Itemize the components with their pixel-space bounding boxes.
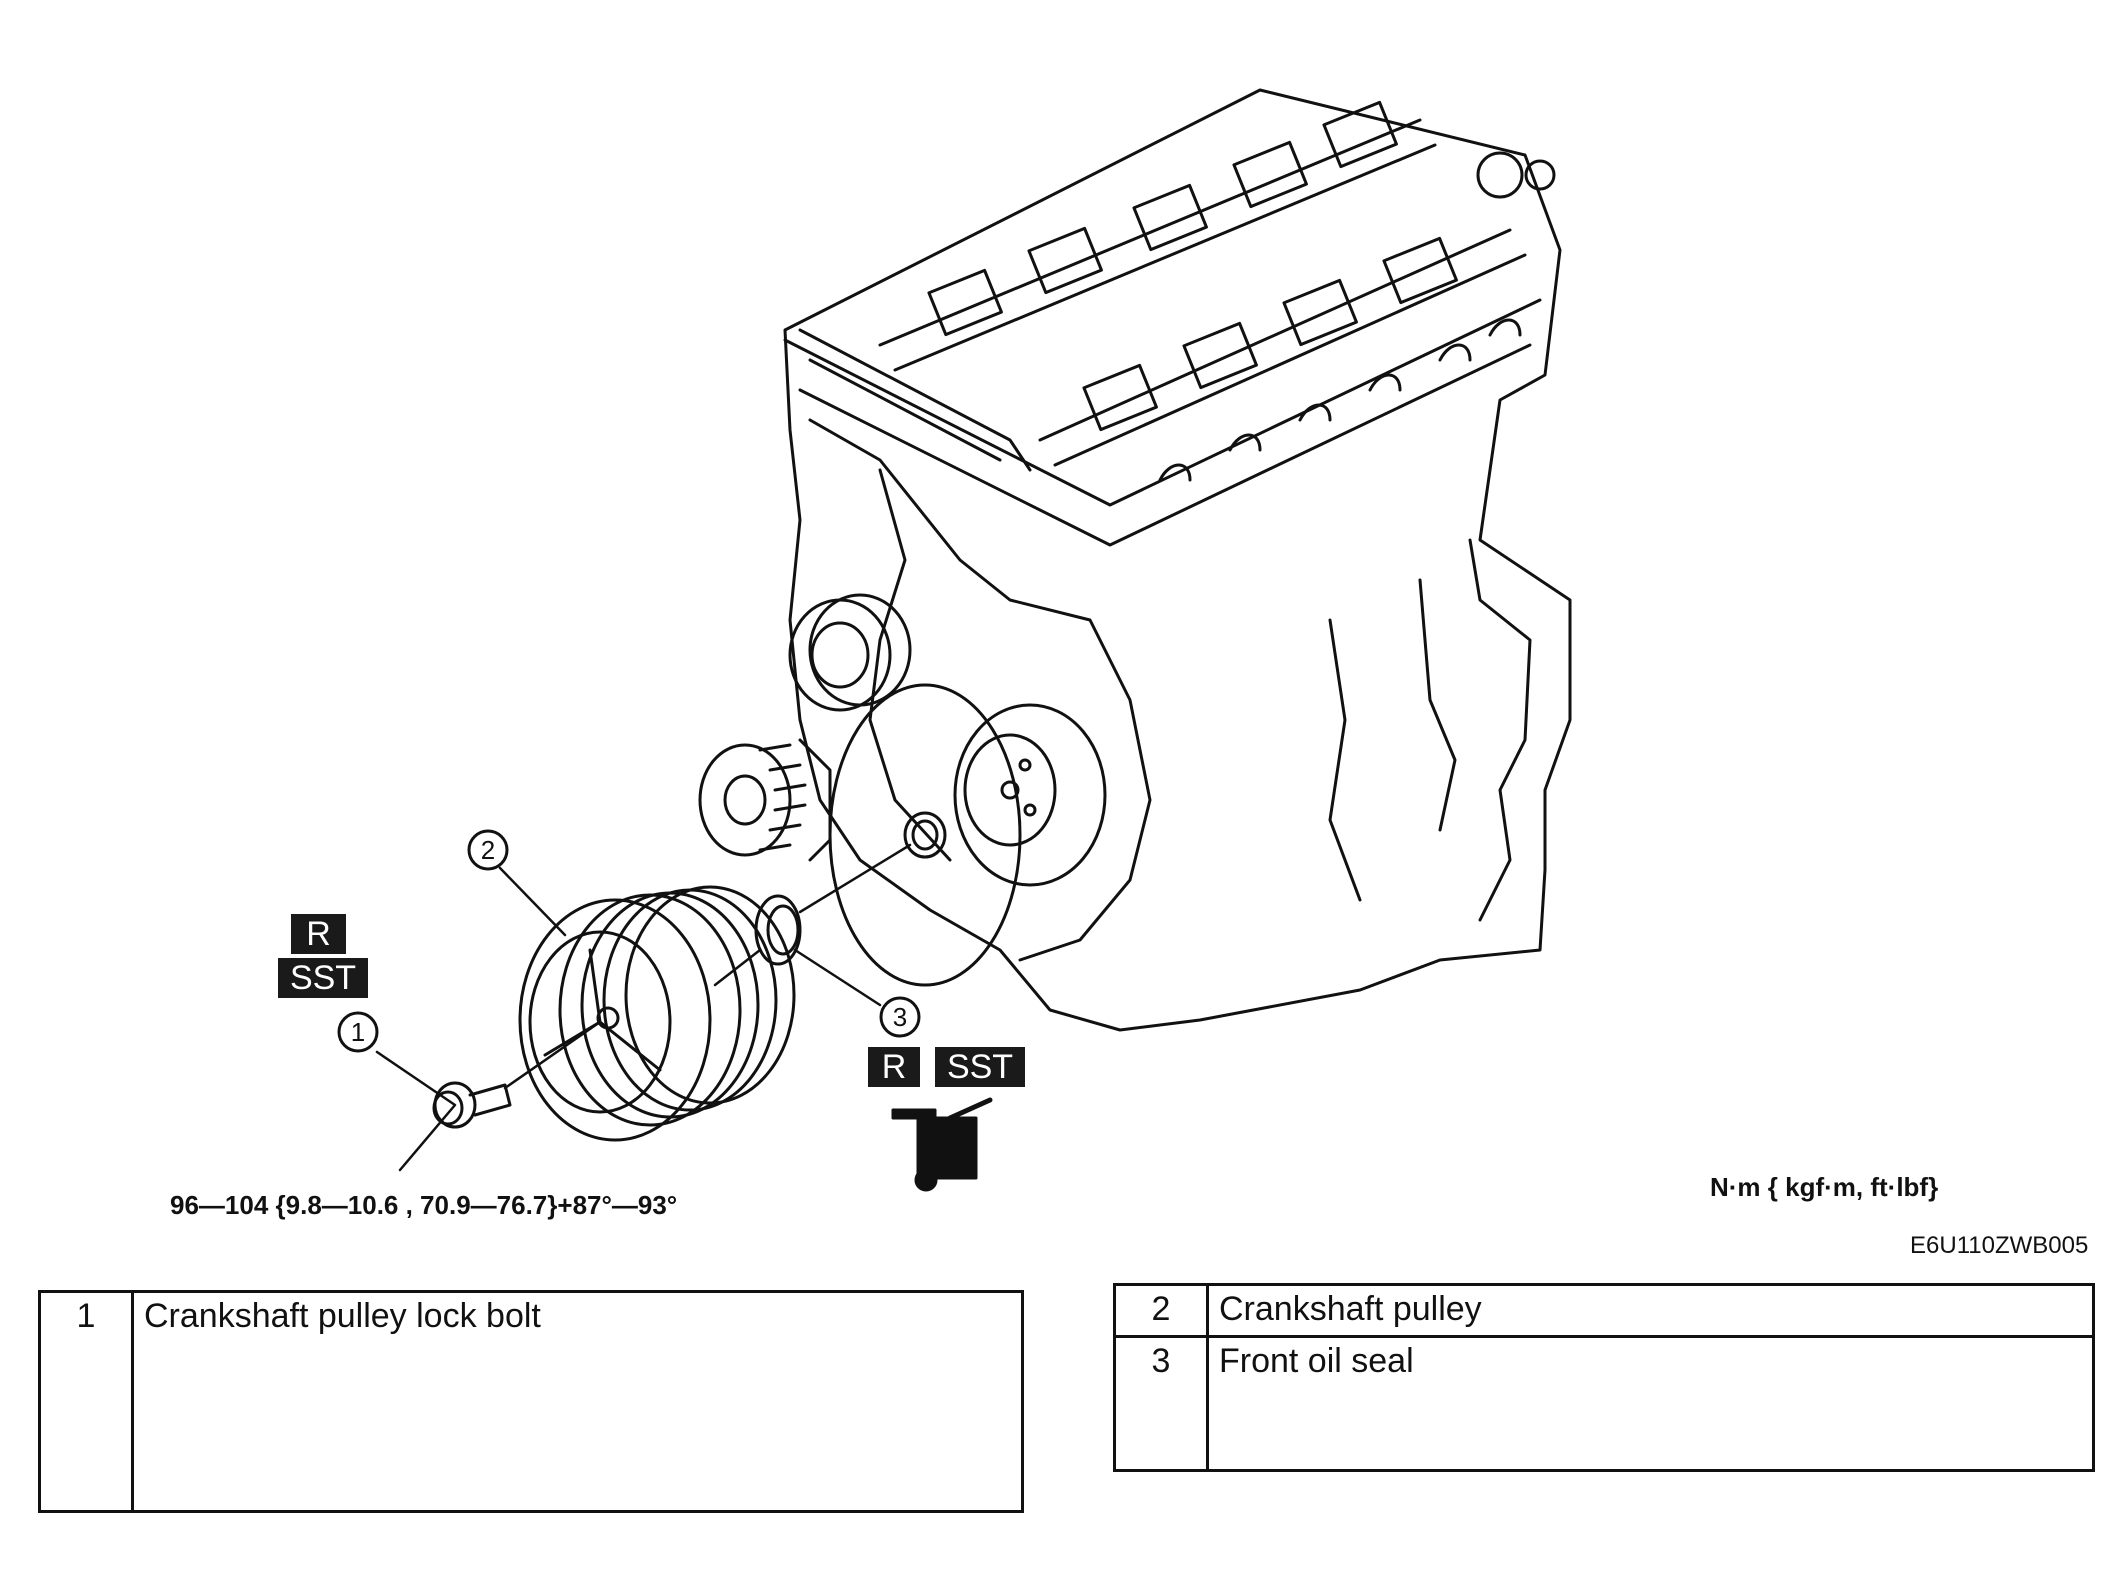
table-row: 1 Crankshaft pulley lock bolt xyxy=(38,1290,1024,1513)
sst-tool-icon xyxy=(891,1097,993,1192)
callout-2: 2 xyxy=(481,835,495,865)
part-number: 1 xyxy=(38,1290,134,1513)
part-number: 3 xyxy=(1113,1335,1209,1472)
camshafts xyxy=(878,100,1527,482)
r-badge-seal: R xyxy=(868,1047,920,1087)
callout-circle-1 xyxy=(337,1011,379,1053)
callout-1: 1 xyxy=(351,1017,365,1047)
parts-table-left: 1 Crankshaft pulley lock bolt xyxy=(38,1290,1024,1513)
timing-chain xyxy=(798,151,1556,472)
engine-block xyxy=(783,88,1572,1032)
part-name: Front oil seal xyxy=(1206,1335,2095,1472)
part-name: Crankshaft pulley lock bolt xyxy=(131,1290,1024,1513)
callout-leaders xyxy=(375,866,882,1172)
part-number: 2 xyxy=(1113,1283,1209,1338)
table-row: 2 Crankshaft pulley xyxy=(1113,1283,2095,1338)
units-note: N·m { kgf·m, ft·lbf} xyxy=(1710,1172,1939,1202)
tensioner-pulley xyxy=(698,738,832,862)
part-name: Crankshaft pulley xyxy=(1206,1283,2095,1338)
parts-table-right: 2 Crankshaft pulley 3 Front oil seal xyxy=(1113,1283,2095,1472)
front-cover-seal-bore xyxy=(828,683,1022,987)
callout-3: 3 xyxy=(893,1002,907,1032)
sst-badge-bolt: SST xyxy=(278,958,368,998)
water-pump-pulley xyxy=(953,703,1107,887)
callout-circle-3 xyxy=(879,996,921,1038)
sst-badge-seal: SST xyxy=(935,1047,1025,1087)
assembly-axis-line xyxy=(503,843,912,1090)
torque-spec: 96—104 {9.8—10.6 , 70.9—76.7}+87°—93° xyxy=(170,1190,678,1220)
callout-circle-2 xyxy=(467,829,509,871)
crankshaft-pulley xyxy=(518,885,796,1142)
idler-pulley xyxy=(788,593,912,712)
table-row: 3 Front oil seal xyxy=(1113,1335,2095,1472)
r-badge-bolt: R xyxy=(291,914,346,954)
crankshaft-pulley-lock-bolt xyxy=(432,1081,512,1129)
figure-code: E6U110ZWB005 xyxy=(1910,1232,2089,1259)
